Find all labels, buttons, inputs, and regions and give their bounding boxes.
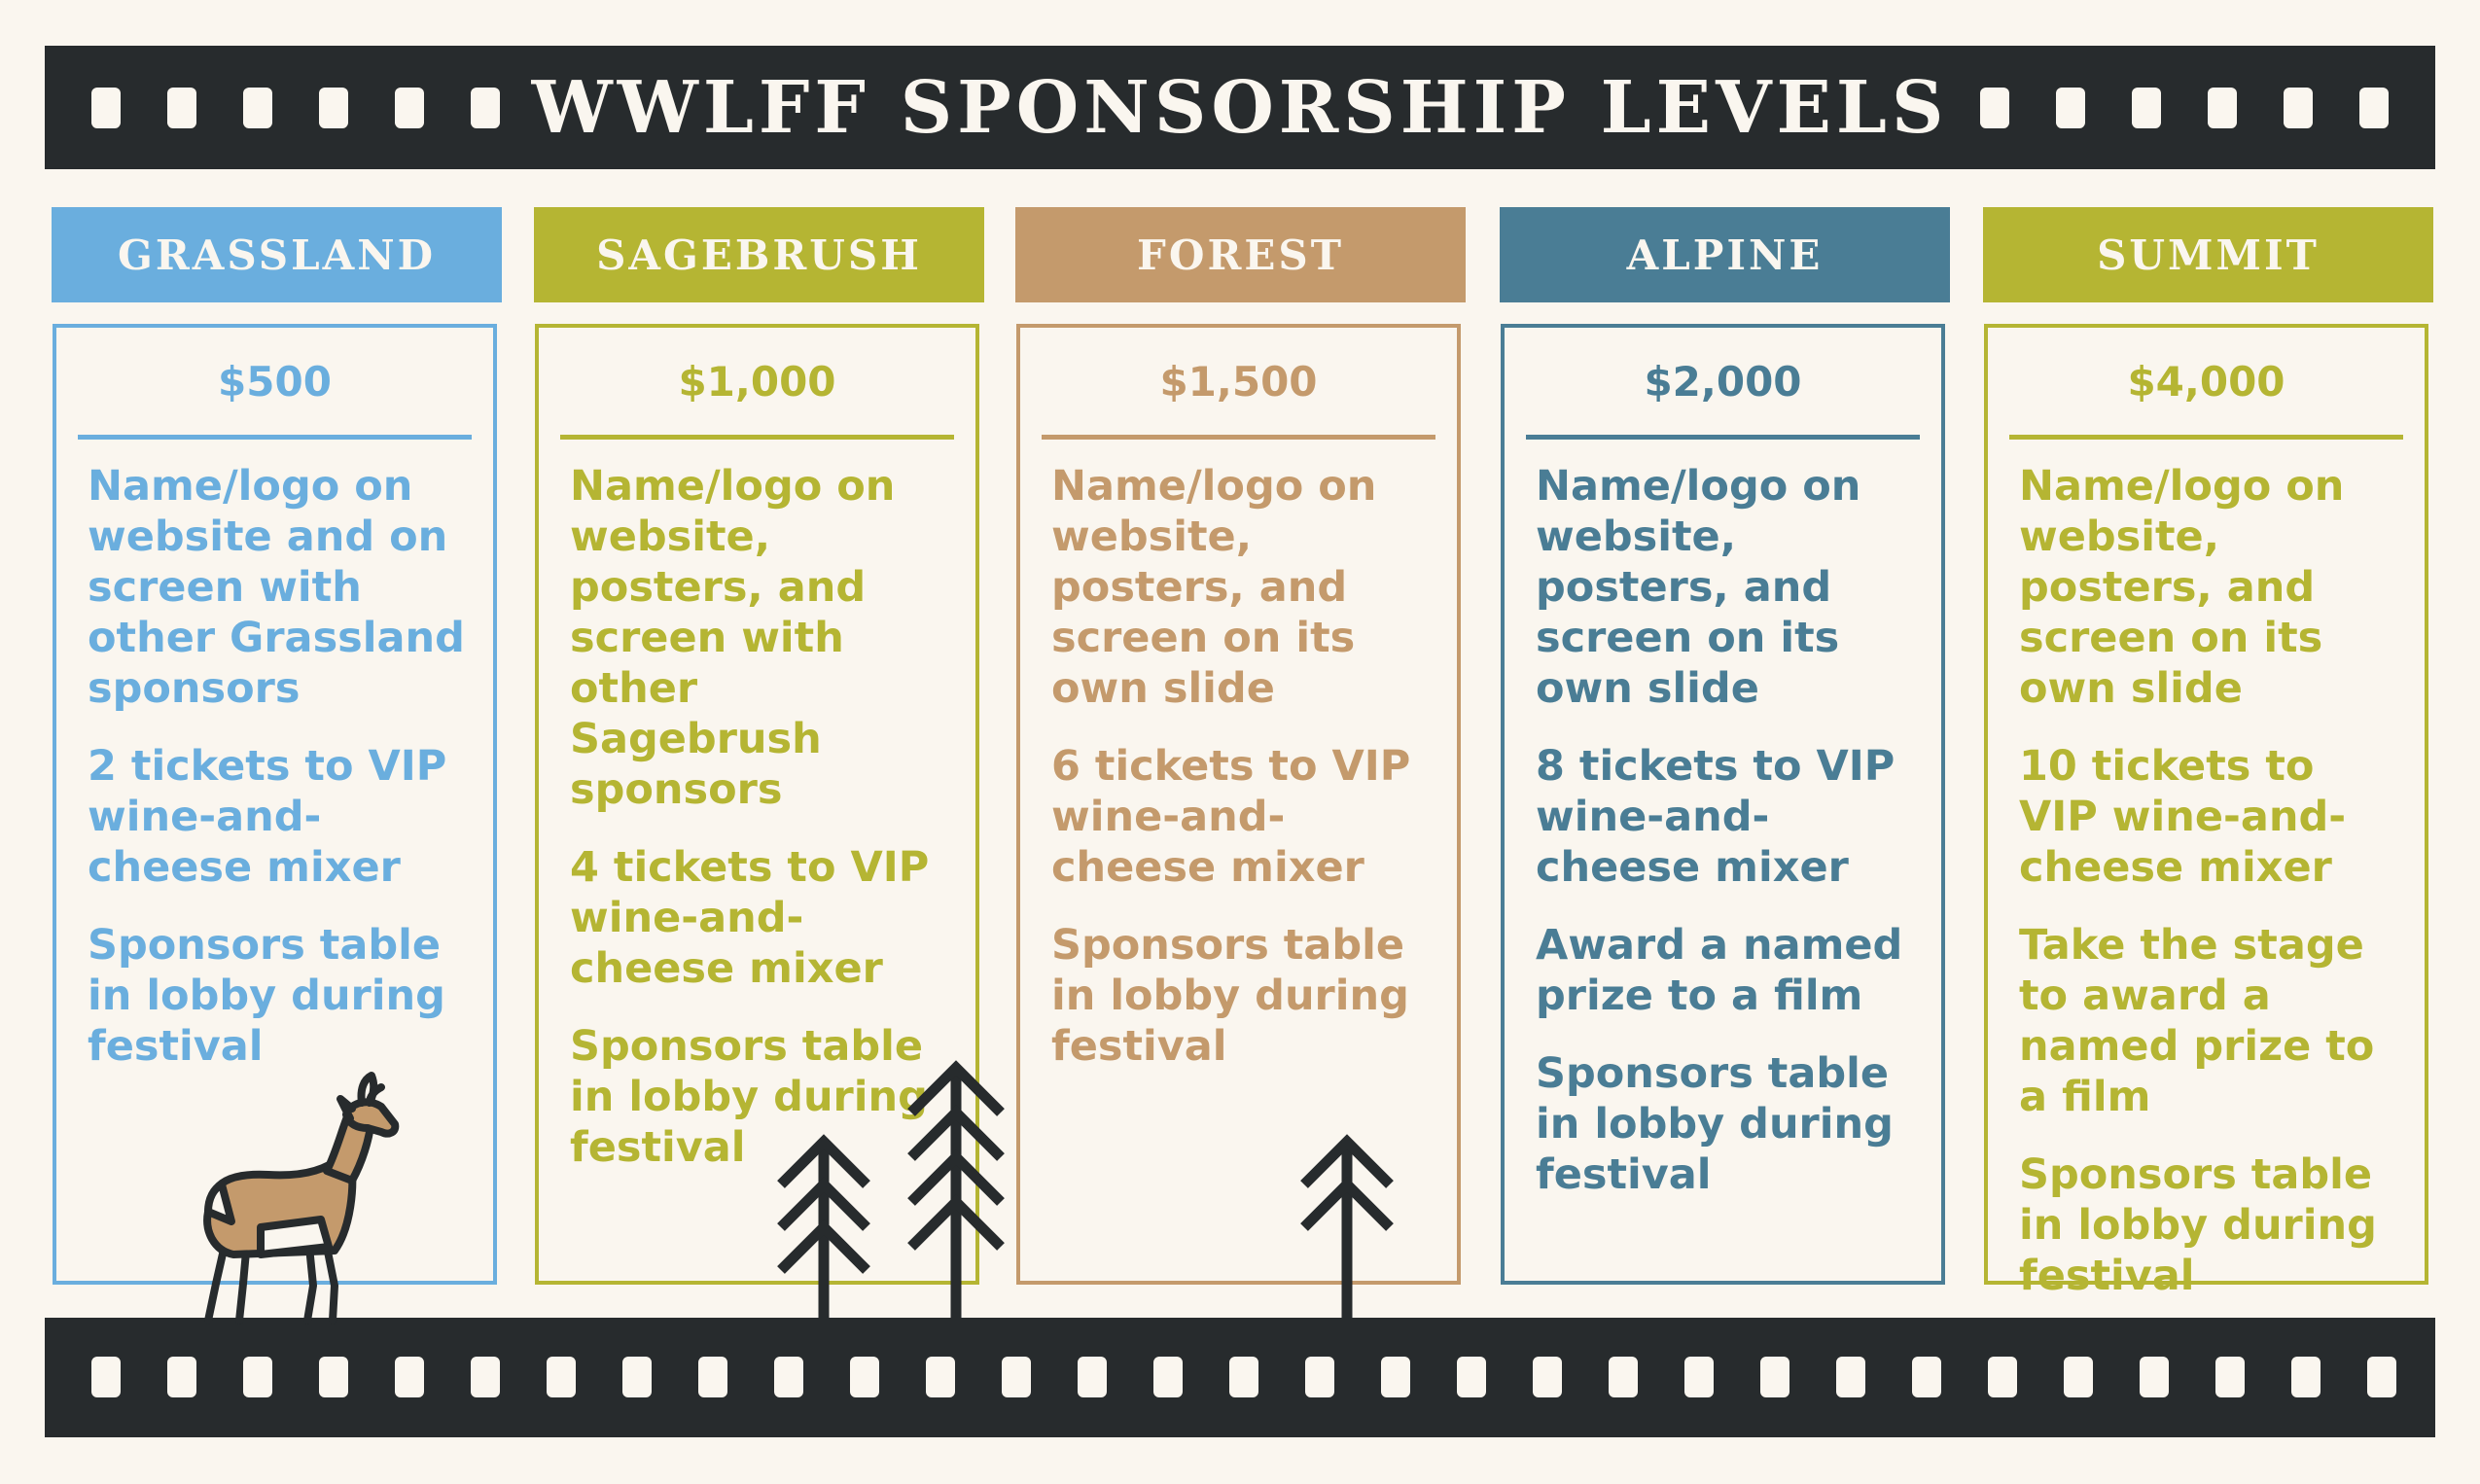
film-hole-icon [1684, 1357, 1714, 1397]
tier-card-forest: $1,500 Name/logo on website, posters, an… [1016, 324, 1461, 1285]
benefit-item: Take the stage to award a named prize to… [2019, 921, 2375, 1121]
film-hole-icon [1760, 1357, 1789, 1397]
tier-price: $500 [78, 328, 472, 440]
film-hole-icon [1381, 1357, 1410, 1397]
film-hole-icon [1988, 1357, 2017, 1397]
film-hole-icon [1305, 1357, 1334, 1397]
benefit-item: Award a named prize to a film [1536, 921, 1903, 1020]
film-hole-icon [2215, 1357, 2245, 1397]
film-hole-icon [319, 1357, 348, 1397]
film-hole-icon [1229, 1357, 1258, 1397]
film-hole-icon [91, 88, 121, 128]
tier-header-forest: FOREST [1015, 207, 1466, 302]
benefit-item: 8 tickets to VIP wine-and-cheese mixer [1536, 742, 1895, 892]
film-hole-icon [471, 88, 500, 128]
film-hole-icon [2291, 1357, 2321, 1397]
benefit-item: 6 tickets to VIP wine-and-cheese mixer [1051, 742, 1411, 892]
film-hole-icon [2359, 88, 2389, 128]
film-hole-icon [243, 88, 272, 128]
film-hole-icon [167, 88, 196, 128]
benefit-item: Sponsors table in lobby during festival [2019, 1150, 2377, 1300]
tier-card-summit: $4,000 Name/logo on website, posters, an… [1984, 324, 2428, 1300]
top-film-strip: WWLFF SPONSORSHIP LEVELS [45, 46, 2435, 169]
film-hole-icon [243, 1357, 272, 1397]
benefit-item: Name/logo on website, posters, and scree… [2019, 462, 2345, 713]
film-hole-icon [2140, 1357, 2169, 1397]
benefit-list: Name/logo on website, posters, and scree… [2009, 440, 2403, 1301]
benefit-item: Name/logo on website, posters, and scree… [1051, 462, 1377, 713]
benefit-item: 2 tickets to VIP wine-and-cheese mixer [88, 742, 447, 892]
film-hole-icon [926, 1357, 955, 1397]
film-hole-icon [2064, 1357, 2093, 1397]
film-hole-icon [1836, 1357, 1865, 1397]
film-hole-icon [622, 1357, 652, 1397]
page-title: WWLFF SPONSORSHIP LEVELS [531, 65, 1949, 150]
benefit-item: Sponsors table in lobby during festival [1536, 1049, 1894, 1199]
benefit-list: Name/logo on website, posters, and scree… [1042, 440, 1435, 1072]
film-hole-icon [547, 1357, 576, 1397]
film-hole-icon [1078, 1357, 1107, 1397]
film-hole-icon [167, 1357, 196, 1397]
benefit-list: Name/logo on website, posters, and scree… [1526, 440, 1920, 1200]
tier-price: $1,500 [1042, 328, 1435, 440]
tier-price: $4,000 [2009, 328, 2403, 440]
film-hole-icon [2056, 88, 2085, 128]
film-hole-icon [2132, 88, 2161, 128]
film-hole-icon [319, 88, 348, 128]
film-hole-icon [2284, 88, 2313, 128]
film-hole-icon [1912, 1357, 1941, 1397]
film-hole-icon [471, 1357, 500, 1397]
benefit-item: 10 tickets to VIP wine-and-cheese mixer [2019, 742, 2347, 892]
film-hole-icon [1980, 88, 2009, 128]
tier-card-grassland: $500 Name/logo on website and on screen … [53, 324, 497, 1285]
film-hole-icon [1533, 1357, 1562, 1397]
tier-card-sagebrush: $1,000 Name/logo on website, posters, an… [535, 324, 979, 1285]
benefit-item: Name/logo on website, posters, and scree… [1536, 462, 1861, 713]
film-hole-icon [1153, 1357, 1183, 1397]
film-hole-icon [1457, 1357, 1486, 1397]
film-hole-icon [395, 88, 424, 128]
benefit-item: Sponsors table in lobby during festival [88, 921, 445, 1071]
benefit-list: Name/logo on website and on screen with … [78, 440, 472, 1072]
tier-price: $1,000 [560, 328, 954, 440]
tier-header-grassland: GRASSLAND [52, 207, 502, 302]
benefit-item: 4 tickets to VIP wine-and-cheese mixer [570, 843, 930, 993]
film-hole-icon [2208, 88, 2237, 128]
benefit-list: Name/logo on website, posters, and scree… [560, 440, 954, 1173]
benefit-item: Name/logo on website and on screen with … [88, 462, 465, 713]
film-hole-icon [1002, 1357, 1031, 1397]
tier-price: $2,000 [1526, 328, 1920, 440]
tier-card-alpine: $2,000 Name/logo on website, posters, an… [1501, 324, 1945, 1285]
film-hole-icon [395, 1357, 424, 1397]
film-hole-icon [698, 1357, 727, 1397]
bottom-film-strip [45, 1318, 2435, 1437]
film-hole-icon [774, 1357, 803, 1397]
tier-header-alpine: ALPINE [1500, 207, 1950, 302]
film-hole-icon [850, 1357, 879, 1397]
benefit-item: Name/logo on website, posters, and scree… [570, 462, 896, 814]
film-hole-icon [2367, 1357, 2396, 1397]
film-hole-icon [1609, 1357, 1638, 1397]
tier-header-sagebrush: SAGEBRUSH [534, 207, 984, 302]
benefit-item: Sponsors table in lobby during festival [1051, 921, 1409, 1071]
benefit-item: Sponsors table in lobby during festival [570, 1022, 928, 1172]
tier-header-summit: SUMMIT [1983, 207, 2433, 302]
film-hole-icon [91, 1357, 121, 1397]
